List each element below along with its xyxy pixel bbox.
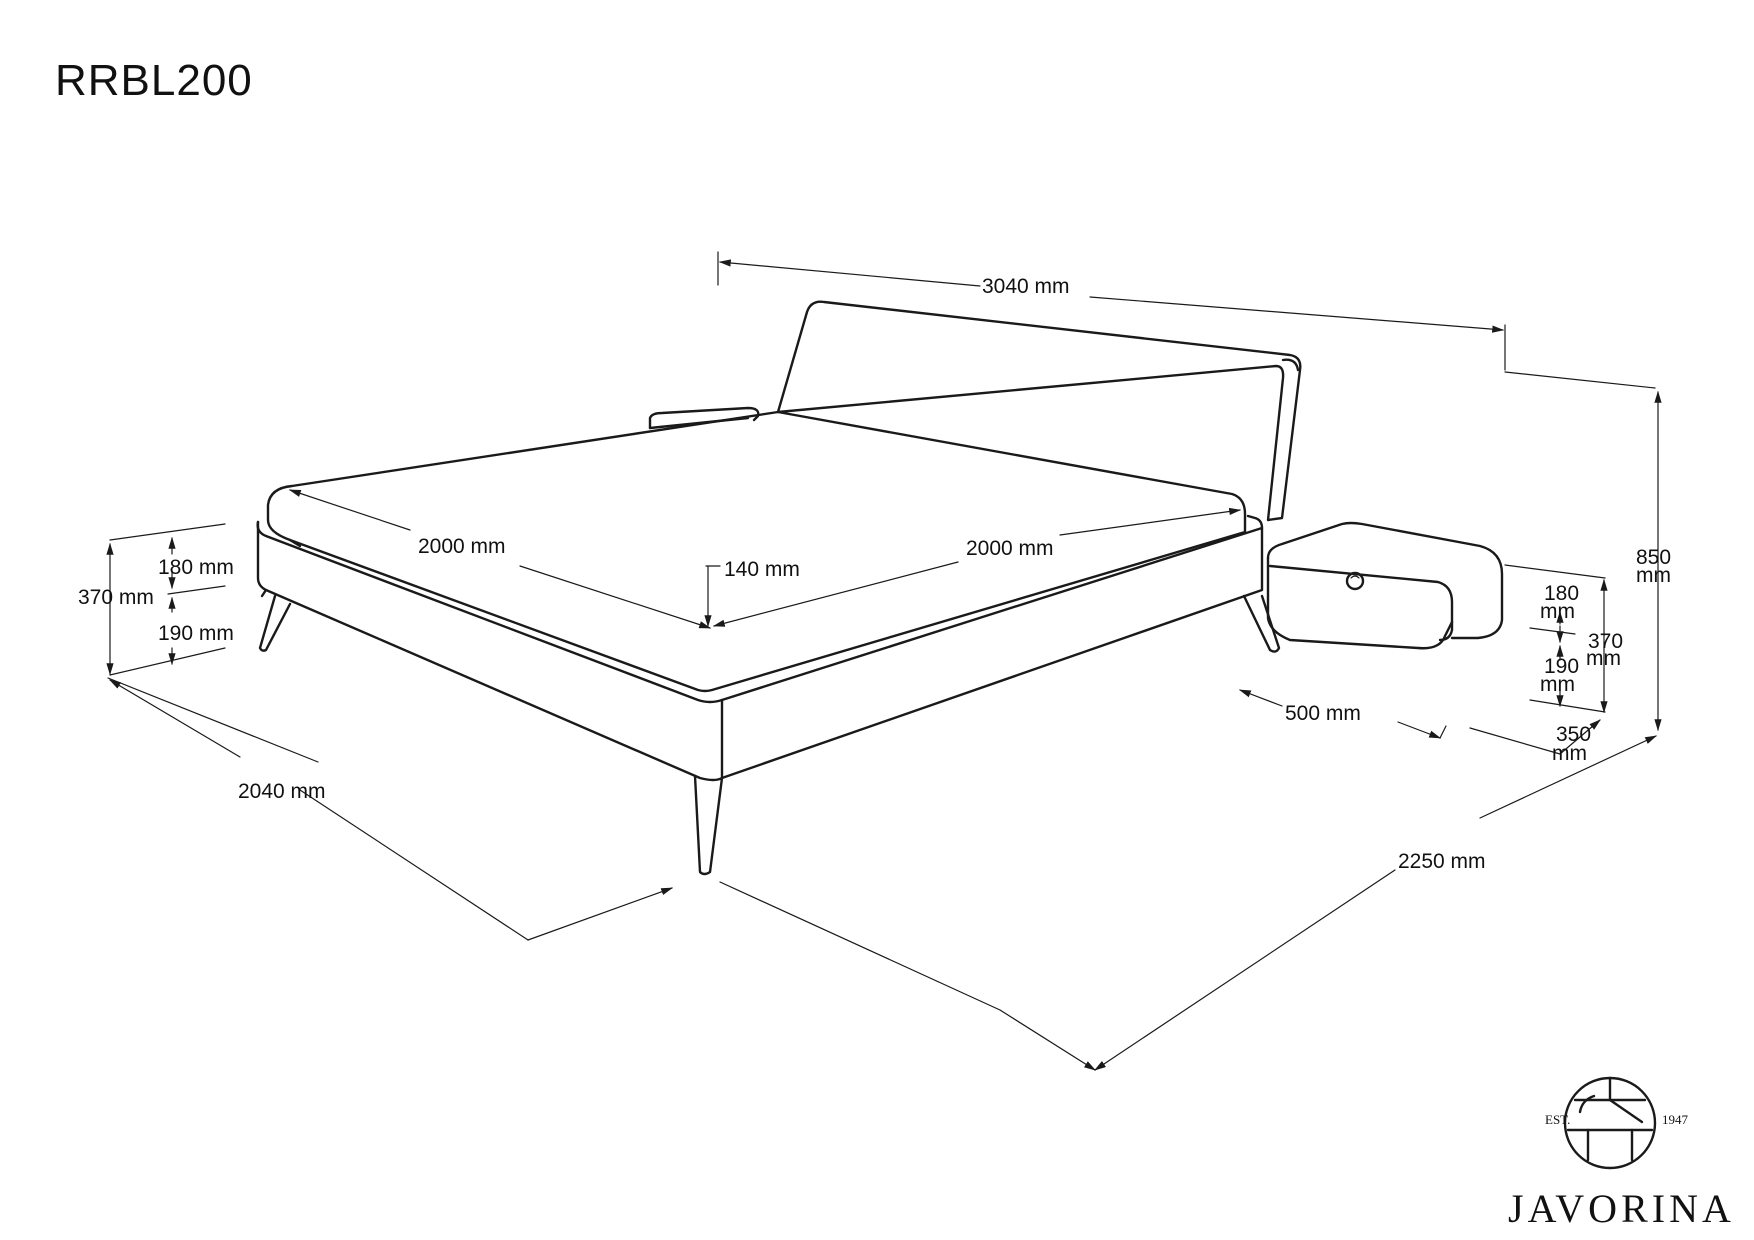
drawer-knob-icon [1345,571,1365,591]
javorina-emblem-icon [1563,1076,1657,1170]
logo-wordmark: JAVORINA [1508,1186,1735,1231]
dim-mattress-width: 2000 mm [966,537,1054,560]
leg-front-center [693,774,724,876]
logo-est-label: EST. [1545,1112,1570,1127]
dim-mattress-height: 140 mm [724,558,800,581]
dim-nightstand-gap-value: 190 [1544,655,1579,678]
dim-overall-width: 3040 mm [982,275,1070,298]
dim-bed-length: 2040 mm [238,780,326,803]
drawing-title: RRBL200 [55,56,253,105]
leg-back-right [1242,594,1281,653]
dim-overall-height-unit: mm [1636,564,1671,587]
dim-nightstand-body-unit: mm [1540,600,1575,623]
headboard-back-panel [1281,358,1300,372]
dim-frame-total-height: 370 mm [78,586,154,609]
bed-frame [256,514,1264,782]
dim-overall-height-value: 850 [1636,546,1671,569]
dim-nightstand-depth-unit: mm [1552,742,1587,765]
dim-bed-width: 2250 mm [1398,850,1486,873]
dim-nightstand-body-value: 180 [1544,582,1579,605]
dim-frame-side-height: 180 mm [158,556,234,579]
leg-front-left [258,594,292,652]
bed-illustration [256,300,1504,876]
dim-nightstand-total-unit: mm [1586,647,1621,670]
dim-leg-height: 190 mm [158,622,234,645]
dim-nightstand-total-value: 370 [1588,630,1623,653]
dim-nightstand-width: 500 mm [1285,702,1361,725]
logo-year: 1947 [1662,1112,1689,1127]
javorina-logo: EST. 1947 JAVORINA [1508,1076,1735,1231]
left-nightstand [648,406,760,430]
headboard [776,300,1302,522]
dimension-lines [106,251,1662,1071]
dim-nightstand-depth-value: 350 [1556,723,1591,746]
mattress [266,410,1247,693]
dim-nightstand-gap-unit: mm [1540,673,1575,696]
dim-mattress-length: 2000 mm [418,535,506,558]
right-nightstand [1266,521,1504,650]
